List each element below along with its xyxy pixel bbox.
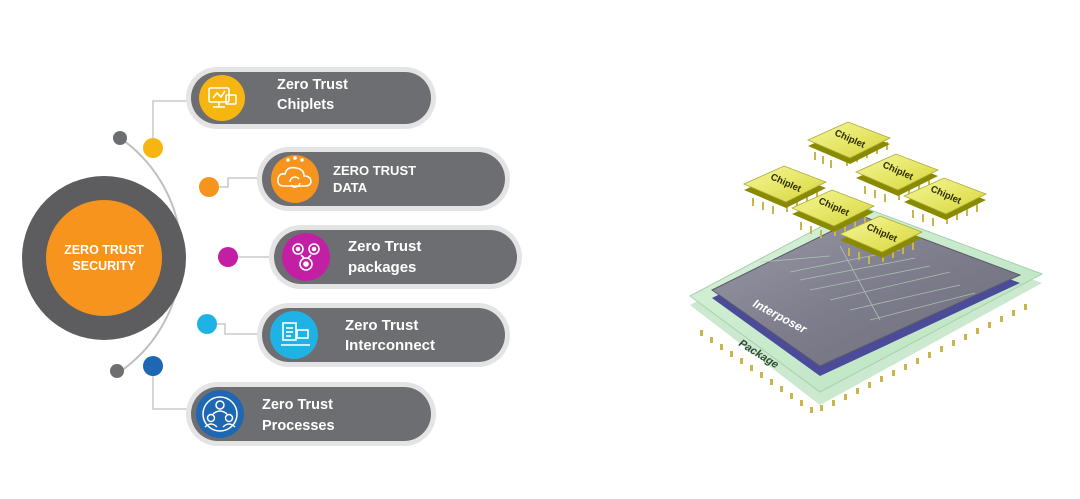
hub-title-line1: ZERO TRUST	[64, 243, 144, 257]
chiplet-1: Chiplet	[807, 121, 891, 168]
item-packages-line2: packages	[348, 259, 416, 276]
icon-badge	[282, 233, 330, 281]
interposer-top	[711, 215, 1022, 367]
pill-body	[262, 152, 505, 206]
hub-title-line2: SECURITY	[72, 259, 136, 273]
item-interconnect-line2: Interconnect	[345, 337, 435, 354]
item-data: ZERO TRUST DATA	[257, 147, 510, 211]
people-network-icon	[202, 396, 238, 432]
node-interconnect	[197, 314, 217, 334]
item-processes: Zero Trust Processes	[186, 382, 436, 446]
pill-body	[191, 387, 431, 441]
chiplet-2: Chiplet	[743, 165, 827, 214]
interposer-traces	[759, 245, 976, 321]
item-packages-line1: Zero Trust	[348, 238, 421, 255]
chiplet-6: Chiplet	[839, 215, 923, 264]
pill-body	[191, 72, 431, 124]
pill-body	[274, 230, 517, 284]
chiplet-3: Chiplet	[855, 153, 939, 202]
chiplet-4: Chiplet	[791, 189, 875, 238]
hub: ZERO TRUST SECURITY	[22, 176, 186, 340]
item-processes-line1: Zero Trust	[262, 397, 333, 413]
cloud-sync-icon	[277, 156, 312, 188]
arc-end-node	[110, 364, 124, 378]
item-data-line2: DATA	[333, 180, 368, 195]
icon-badge	[271, 155, 319, 203]
computer-chip-icon	[208, 87, 237, 108]
item-packages: Zero Trust packages	[269, 225, 522, 289]
chip-package-illustration: Package Interposer Chiplet Chiplet	[689, 121, 1044, 413]
icon-badge	[199, 75, 245, 121]
pill-body	[262, 308, 505, 362]
item-chiplets-line2: Chiplets	[277, 97, 334, 113]
node-data	[199, 177, 219, 197]
node-chiplets	[143, 138, 163, 158]
item-chiplets-line1: Zero Trust	[277, 77, 348, 93]
node-packages	[218, 247, 238, 267]
arc-start-node	[113, 131, 127, 145]
item-interconnect-line1: Zero Trust	[345, 317, 418, 334]
item-chiplets: Zero Trust Chiplets	[186, 67, 436, 129]
item-interconnect: Zero Trust Interconnect	[257, 303, 510, 367]
package-pins	[700, 304, 1027, 413]
document-laptop-icon	[281, 322, 310, 346]
chiplet-5: Chiplet	[903, 177, 987, 226]
gears-icon	[292, 243, 320, 271]
node-processes	[143, 356, 163, 376]
item-data-line1: ZERO TRUST	[333, 163, 416, 178]
item-processes-line2: Processes	[262, 418, 335, 434]
hub-core	[46, 200, 162, 316]
icon-badge	[270, 311, 318, 359]
